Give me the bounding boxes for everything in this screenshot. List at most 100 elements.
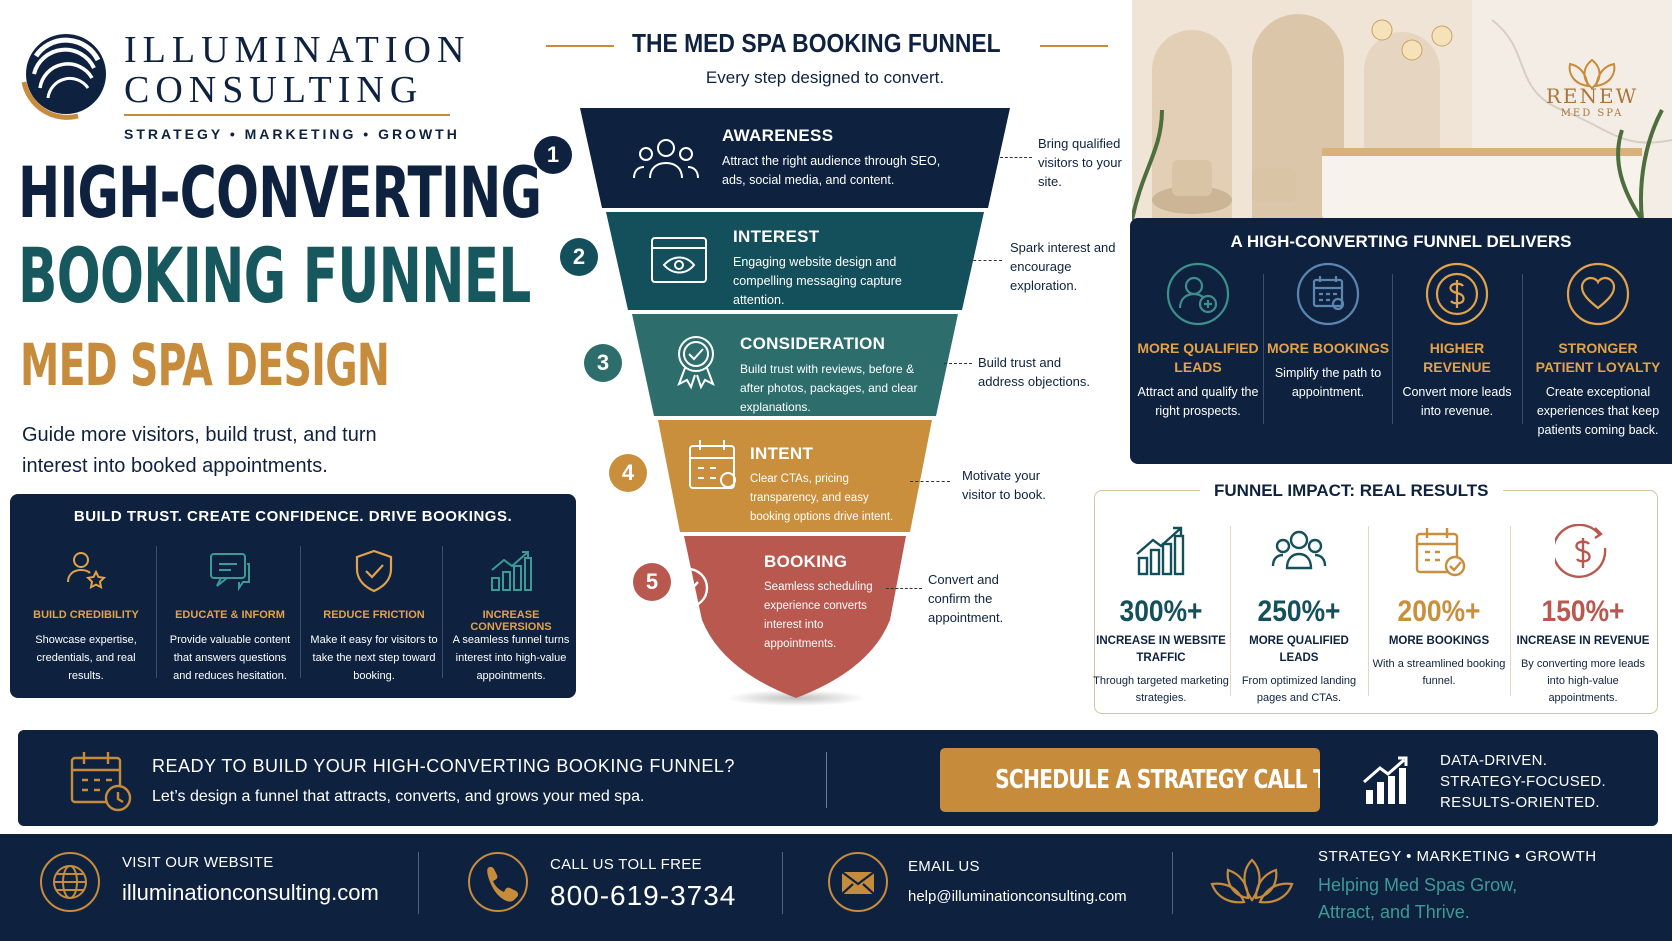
delivers-item-title: MORE QUALIFIED LEADS xyxy=(1137,340,1259,375)
website-link[interactable]: illuminationconsulting.com xyxy=(122,880,379,905)
email-link[interactable]: help@illuminationconsulting.com xyxy=(908,888,1127,905)
trust-item-desc: Make it easy for visitors to take the ne… xyxy=(310,634,438,682)
delivers-panel: A HIGH-CONVERTING FUNNEL DELIVERS MORE Q… xyxy=(1130,218,1672,464)
email-icon-ring xyxy=(828,852,888,912)
med-spa-photo: RENEW MED SPA xyxy=(1132,0,1672,220)
funnel-stage-interest xyxy=(606,212,984,310)
divider xyxy=(1368,526,1369,696)
schedule-call-button-label: SCHEDULE A STRATEGY CALL TODAY xyxy=(995,765,1320,795)
cta-subtitle: Let’s design a funnel that attracts, con… xyxy=(152,788,645,805)
funnel-title: THE MED SPA BOOKING FUNNEL xyxy=(632,28,1001,58)
phone-label: CALL US TOLL FREE xyxy=(550,856,702,873)
dollar-icon xyxy=(1425,262,1489,326)
trust-item-educate: EDUCATE & INFORM Provide valuable conten… xyxy=(160,542,300,687)
stage-desc: Clear CTAs, pricing transparency, and ea… xyxy=(750,473,894,523)
delivers-item-title: MORE BOOKINGS xyxy=(1266,340,1390,356)
stage-note-awareness: Bring qualified visitors to your site. xyxy=(1038,136,1122,189)
trust-item-friction: REDUCE FRICTION Make it easy for visitor… xyxy=(304,542,444,687)
impact-item-title: MORE QUALIFIED LEADS xyxy=(1249,635,1349,664)
calendar-check-icon xyxy=(1415,528,1466,577)
trust-item-credibility: BUILD CREDIBILITY Showcase expertise, cr… xyxy=(16,542,156,687)
divider xyxy=(300,546,301,678)
delivers-item-title: HIGHER REVENUE xyxy=(1423,340,1491,375)
divider xyxy=(1172,852,1173,914)
leader-line xyxy=(910,481,950,482)
headline-line1: HIGH-CONVERTING xyxy=(18,152,542,234)
footer-tagline: STRATEGY • MARKETING • GROWTH xyxy=(1318,848,1597,865)
impact-item-title: INCREASE IN WEBSITE TRAFFIC xyxy=(1096,635,1226,664)
stage-text-intent: INTENT Clear CTAs, pricing transparency,… xyxy=(750,444,910,527)
delivers-item-loyalty: STRONGER PATIENT LOYALTY Create exceptio… xyxy=(1528,262,1668,440)
divider xyxy=(1510,526,1511,696)
impact-value: 300%+ xyxy=(1119,595,1203,628)
step-number-4: 4 xyxy=(609,454,647,492)
cta-value-1: DATA-DRIVEN. xyxy=(1440,752,1548,769)
trust-panel-title: BUILD TRUST. CREATE CONFIDENCE. DRIVE BO… xyxy=(73,508,513,525)
stage-note-consideration: Build trust and address objections. xyxy=(978,355,1091,389)
divider xyxy=(826,752,827,808)
stage-text-interest: INTEREST Engaging website design and com… xyxy=(733,227,933,310)
divider xyxy=(442,546,443,678)
delivers-item-desc: Convert more leads into revenue. xyxy=(1402,385,1512,418)
people-icon xyxy=(633,139,699,179)
divider xyxy=(1392,274,1393,424)
impact-value: 250%+ xyxy=(1257,595,1341,628)
impact-item-bookings: 200%+ MORE BOOKINGS With a streamlined b… xyxy=(1370,524,1508,690)
intro-text: Guide more visitors, build trust, and tu… xyxy=(22,424,377,477)
divider xyxy=(418,852,419,914)
leader-line xyxy=(886,588,922,589)
stage-title: INTENT xyxy=(750,444,814,463)
impact-item-title: MORE BOOKINGS xyxy=(1388,635,1490,647)
funnel-graphic xyxy=(580,108,1010,706)
impact-title: FUNNEL IMPACT: REAL RESULTS xyxy=(1200,481,1503,501)
add-user-icon xyxy=(1166,262,1230,326)
step-number-1: 1 xyxy=(534,136,572,174)
stage-desc: Build trust with reviews, before & after… xyxy=(740,362,918,414)
footer-slogan-line1: Helping Med Spas Grow, xyxy=(1318,875,1518,895)
spa-sign-subtitle: MED SPA xyxy=(1560,108,1624,119)
footer-slogan-line2: Attract, and Thrive. xyxy=(1318,902,1470,922)
funnel-subtitle: Every step designed to convert. xyxy=(705,68,945,87)
trust-item-title: BUILD CREDIBILITY xyxy=(33,609,139,621)
calendar-icon xyxy=(1296,262,1360,326)
email-label: EMAIL US xyxy=(908,858,980,875)
schedule-call-button[interactable]: SCHEDULE A STRATEGY CALL TODAY xyxy=(940,748,1320,812)
reception-illustration xyxy=(1132,0,1672,220)
calendar-icon xyxy=(689,440,736,489)
delivers-item-leads: MORE QUALIFIED LEADS Attract and qualify… xyxy=(1134,262,1262,421)
delivers-title: A HIGH-CONVERTING FUNNEL DELIVERS xyxy=(1230,232,1572,251)
delivers-item-title: STRONGER PATIENT LOYALTY xyxy=(1535,340,1661,375)
stage-title: BOOKING xyxy=(764,552,848,571)
footer-slogan: Helping Med Spas Grow, Attract, and Thri… xyxy=(1318,872,1517,926)
chat-icon xyxy=(210,553,250,592)
step-number-3: 3 xyxy=(584,344,622,382)
trust-item-desc: Showcase expertise, credentials, and rea… xyxy=(35,634,137,682)
brand-divider xyxy=(124,114,450,116)
phone-icon xyxy=(487,866,519,902)
delivers-item-desc: Create exceptional experiences that keep… xyxy=(1536,385,1660,437)
step-number-5: 5 xyxy=(633,563,671,601)
impact-item-desc: From optimized landing pages and CTAs. xyxy=(1241,675,1357,704)
stage-text-consideration: CONSIDERATION Build trust with reviews, … xyxy=(740,334,928,417)
phone-icon-ring xyxy=(468,852,528,912)
delivers-item-bookings: MORE BOOKINGS Simplify the path to appoi… xyxy=(1265,262,1391,402)
cta-value-3: RESULTS-ORIENTED. xyxy=(1440,794,1600,811)
phone-link[interactable]: 800-619-3734 xyxy=(550,880,737,911)
logo-mark xyxy=(21,34,106,120)
stage-note-booking: Convert and confirm the appointment. xyxy=(928,572,1004,625)
delivers-item-revenue: HIGHER REVENUE Convert more leads into r… xyxy=(1394,262,1520,421)
impact-value: 150%+ xyxy=(1541,595,1625,628)
growth-chart-icon xyxy=(491,551,532,591)
stage-text-awareness: AWARENESS Attract the right audience thr… xyxy=(722,126,952,190)
people-icon xyxy=(1271,530,1327,570)
impact-item-desc: Through targeted marketing strategies. xyxy=(1093,675,1229,704)
impact-item-title: INCREASE IN REVENUE xyxy=(1516,635,1650,647)
impact-item-leads: 250%+ MORE QUALIFIED LEADS From optimize… xyxy=(1230,524,1368,707)
credibility-icon xyxy=(67,552,107,590)
trust-item-title: INCREASE CONVERSIONS xyxy=(470,609,552,633)
impact-item-desc: By converting more leads into high-value… xyxy=(1520,658,1646,704)
spa-sign-name: RENEW xyxy=(1545,84,1639,108)
brand-tagline: STRATEGY • MARKETING • GROWTH xyxy=(124,126,460,142)
cta-values: DATA-DRIVEN. STRATEGY-FOCUSED. RESULTS-O… xyxy=(1440,750,1606,813)
heart-icon xyxy=(1566,262,1630,326)
